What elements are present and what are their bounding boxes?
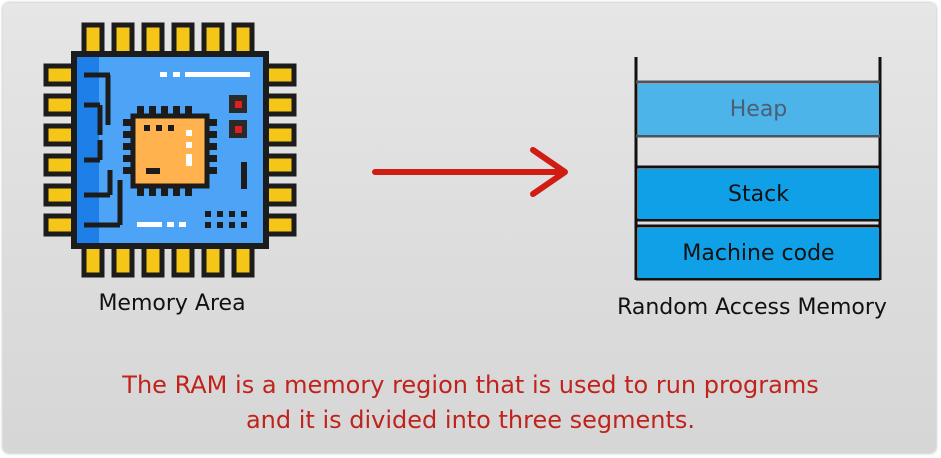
heap-segment: Heap <box>638 84 879 135</box>
memory-area-label: Memory Area <box>98 291 246 316</box>
ram-label: Random Access Memory <box>617 295 887 320</box>
arrow-right-icon <box>372 147 568 197</box>
cpu-chip-icon <box>43 22 297 278</box>
stack-segment: Stack <box>638 169 879 219</box>
machine-code-segment: Machine code <box>638 228 879 278</box>
ram-container <box>634 57 882 281</box>
caption-line-1: The RAM is a memory region that is used … <box>122 371 819 399</box>
caption-line-2: and it is divided into three segments. <box>245 406 696 434</box>
